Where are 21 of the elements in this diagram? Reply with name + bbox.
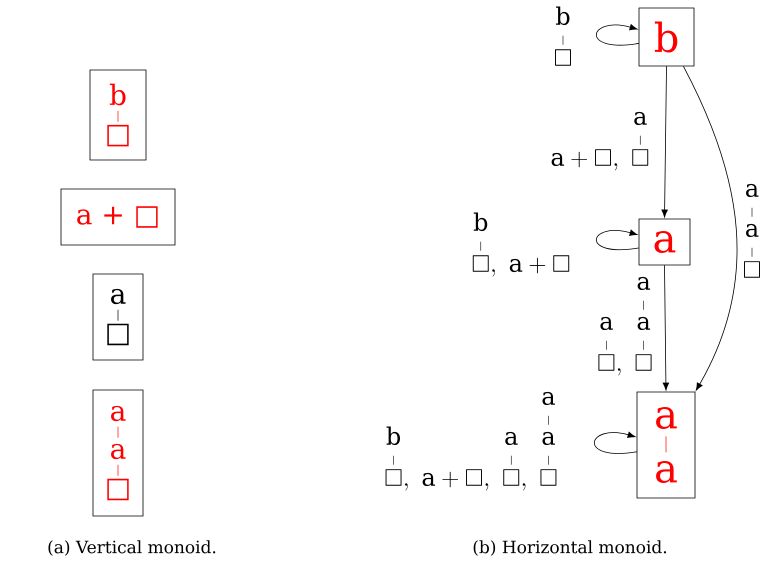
arrow — [683, 66, 738, 391]
edge-label: $\begin{array}[b]{@{}c@{}}\mathrm{b}\\[-6pt]\rule{0.6pt}{9pt}\\[-5pt]\square\end{array},\ \mathrm{a}+\square,\ \begin{array}[b]{@{}c@{}}\mathrm{a}\\[-6pt]\rule{0.6pt}{9pt}\\[-5pt]\square\end{array},\ \begin{array}[b]{@{}c@{}}\mathrm{a}\\[-6pt]\rule{0.6pt}{9pt}\\[-6pt]\mathrm{a}\\[-6pt]\rule{0.6pt}{9pt}\\[-5pt]\square\end{array}$ — [386, 392, 556, 490]
text-box: a □ — [92, 274, 144, 360]
arrow — [662, 265, 670, 390]
caption: (a) Vertical monoid. — [48, 540, 216, 556]
text-box: a — [638, 218, 690, 266]
edge-label: $\mathrm{a}+\square,\ \begin{array}[b]{@{}c@{}}\mathrm{a}\\[-6pt]\rule{0.6pt}{9pt}\\[-5pt]\square\end{array}$ — [552, 112, 648, 170]
edge-label: $\begin{array}[b]{@{}c@{}}\mathrm{a}\\[-6pt]\rule{0.6pt}{9pt}\\[-5pt]\square\end{array},\ \begin{array}[b]{@{}c@{}}\mathrm{a}\\[-6pt]\rule{0.6pt}{9pt}\\[-6pt]\mathrm{a}\\[-6pt]\rule{0.6pt}{9pt}\\[-5pt]\square\end{array}$ — [598, 276, 652, 376]
edge-label: $\begin{array}[b]{@{}c@{}}\mathrm{a}\\[-6pt]\rule{0.6pt}{9pt}\\[-6pt]\mathrm{a}\\[-6pt]\rule{0.6pt}{9pt}\\[-5pt]\square\end{array}$ — [744, 184, 760, 278]
text-box: a + □ — [60, 188, 176, 246]
edge-label: $\begin{array}[b]{@{}c@{}}\mathrm{b}\\[-6pt]\rule{0.6pt}{9pt}\\[-5pt]\square\end{array},\ \mathrm{a}+\square$ — [472, 212, 570, 277]
text-box: b □ — [90, 70, 146, 160]
loop-arrow — [594, 432, 637, 454]
arrow — [661, 66, 668, 218]
caption: (b) Horizontal monoid. — [474, 540, 666, 556]
text-box: a a — [636, 392, 696, 498]
text-box: a a □ — [92, 390, 144, 516]
edge-label: $\begin{array}[b]{@{}c@{}}\mathrm{b}\\[-6pt]\rule{0.6pt}{9pt}\\[-5pt]\square\end{array}$ — [555, 6, 571, 66]
loop-arrow — [596, 24, 639, 46]
loop-arrow — [596, 230, 639, 250]
text-box: b — [638, 8, 694, 66]
